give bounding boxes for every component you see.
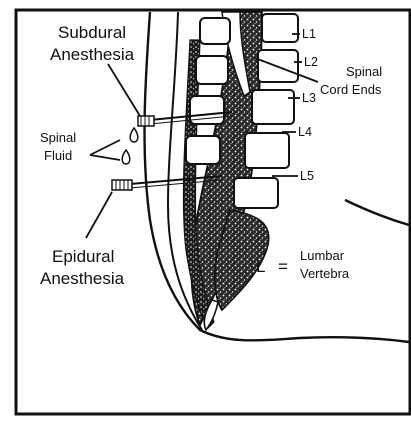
subdural-label-line1: Subdural (58, 23, 126, 42)
vertebra-body-l5 (234, 178, 278, 208)
spinal-fluid-label-line1: Spinal (40, 130, 76, 145)
legend-line1: Lumbar (300, 248, 345, 263)
cord-ends-label-line2: Cord Ends (320, 82, 382, 97)
legend-equals: = (278, 257, 288, 276)
subdural-label-line2: Anesthesia (50, 45, 135, 64)
vertebra-label-l5: L5 (300, 169, 314, 183)
vertebra-body-l3 (252, 90, 294, 124)
vertebra-label-l1: L1 (302, 27, 316, 41)
vertebra-label-l4: L4 (298, 125, 312, 139)
vertebra-label-l2: L2 (304, 55, 318, 69)
cord-ends-label-line1: Spinal (346, 64, 382, 79)
spinal-fluid-label-line2: Fluid (44, 148, 72, 163)
legend-line2: Vertebra (300, 266, 350, 281)
vertebra-body-l4 (245, 133, 289, 168)
epidural-label-line1: Epidural (52, 247, 114, 266)
epidural-label-line2: Anesthesia (40, 269, 125, 288)
legend-symbol: L (256, 257, 265, 276)
vertebra-body-l1 (262, 14, 298, 42)
vertebra-label-l3: L3 (302, 91, 316, 105)
